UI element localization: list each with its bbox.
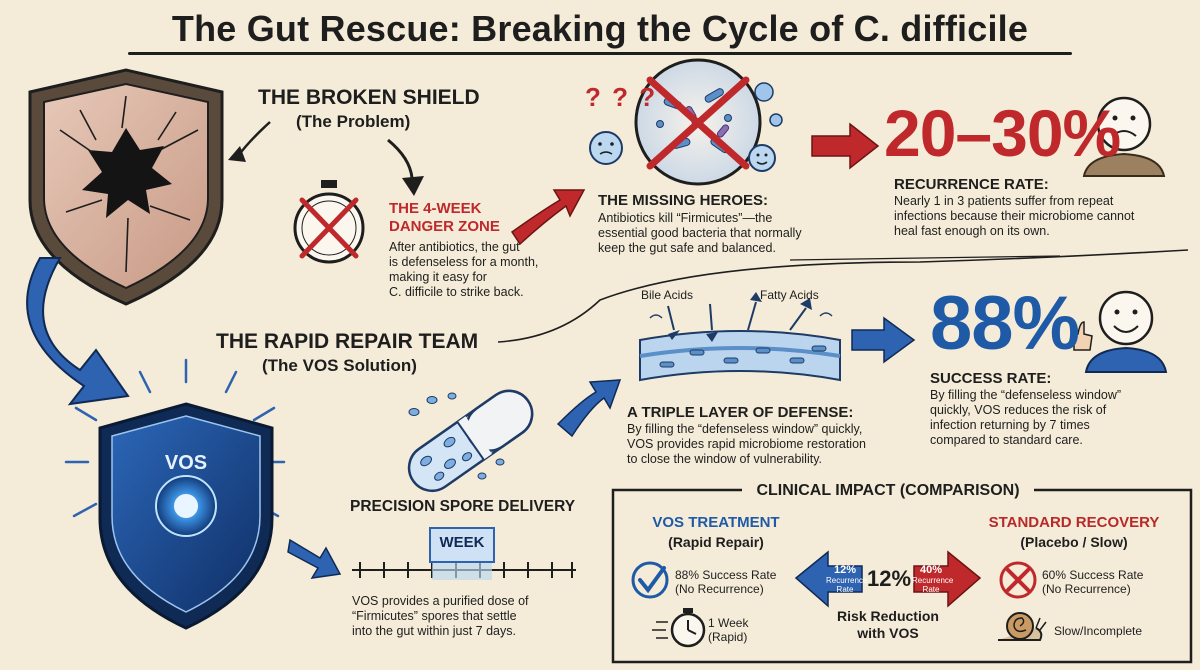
curved-arrow-icon xyxy=(387,138,414,179)
stopwatch-icon xyxy=(652,608,706,648)
blue-curved-arrow-icon xyxy=(26,257,130,406)
gut-barrier-icon xyxy=(639,292,841,382)
red-arrow-icon xyxy=(811,122,880,170)
success-text: By filling the “defenseless window” quic… xyxy=(930,388,1122,447)
standard-time: Slow/Incomplete xyxy=(1054,624,1143,638)
check-circle-icon xyxy=(631,561,669,599)
left-arrow-label: 12% Recurrence Rate xyxy=(826,564,868,595)
right-red-arrow-icon xyxy=(913,550,982,608)
blue-arrow-icon xyxy=(287,538,342,579)
vos-shield-label: VOS xyxy=(164,452,208,474)
broken-shield-subheading: (The Problem) xyxy=(296,112,411,131)
red-arrow-icon xyxy=(510,189,586,246)
fatty-acids-label: Fatty Acids xyxy=(760,288,819,302)
question-marks: ? ? ? xyxy=(585,82,658,112)
arrow-head-icon xyxy=(228,146,246,162)
blue-arrow-icon xyxy=(556,379,622,438)
divider-line xyxy=(789,255,1061,261)
recurrence-text: Nearly 1 in 3 patients suffer from repea… xyxy=(894,194,1135,238)
sad-microbe-icon xyxy=(589,131,623,165)
snail-icon xyxy=(998,612,1047,641)
sad-face-icon xyxy=(1082,96,1166,177)
curved-arrow-icon xyxy=(237,121,271,157)
recurrence-rate-value: 20–30% xyxy=(884,96,1121,170)
happy-face-icon xyxy=(1073,290,1168,373)
x-circle-icon xyxy=(999,561,1037,599)
arrow-head-icon xyxy=(402,176,424,196)
center-risk-value: 12% xyxy=(866,566,912,591)
vos-treatment-heading: VOS TREATMENT xyxy=(652,514,780,531)
microbe-icon xyxy=(754,82,783,127)
left-blue-arrow-icon xyxy=(794,550,863,608)
danger-zone-heading-line1: THE 4-WEEK xyxy=(389,200,482,217)
clinical-impact-heading: CLINICAL IMPACT (COMPARISON) xyxy=(756,482,1020,499)
missing-heroes-heading: THE MISSING HEROES: xyxy=(598,192,769,209)
bile-acids-label: Bile Acids xyxy=(641,288,694,302)
repair-team-subheading: (The VOS Solution) xyxy=(262,356,417,375)
vos-treatment-sub: (Rapid Repair) xyxy=(668,534,764,550)
stopwatch-x-icon xyxy=(293,180,365,264)
triple-layer-heading: A TRIPLE LAYER OF DEFENSE: xyxy=(627,404,854,421)
success-rate-value: 88% xyxy=(930,281,1080,366)
page-title: The Gut Rescue: Breaking the Cycle of C.… xyxy=(171,8,1029,49)
vos-success-rate: 88% Success Rate (No Recurrence) xyxy=(675,568,777,596)
title-underline xyxy=(128,52,1072,55)
week-timeline xyxy=(352,527,576,580)
spore-delivery-text: VOS provides a purified dose of “Firmicu… xyxy=(352,594,529,638)
week-label: WEEK xyxy=(439,534,485,551)
divider-line xyxy=(497,249,1189,343)
microbiome-lens-icon xyxy=(634,58,762,186)
spore-delivery-heading: PRECISION SPORE DELIVERY xyxy=(350,498,576,515)
vos-shield-icon xyxy=(64,358,286,630)
missing-heroes-text: Antibiotics kill “Firmicutes”—the essent… xyxy=(598,211,802,255)
danger-zone-text: After antibiotics, the gut is defenseles… xyxy=(389,240,539,299)
standard-success-rate: 60% Success Rate (No Recurrence) xyxy=(1042,568,1144,596)
success-heading: SUCCESS RATE: xyxy=(930,370,1052,387)
thumbs-up-icon xyxy=(1073,321,1093,351)
standard-recovery-heading: STANDARD RECOVERY xyxy=(988,514,1160,531)
happy-microbe-icon xyxy=(748,144,776,172)
broken-shield-icon xyxy=(28,68,224,306)
clinical-impact-box xyxy=(611,480,1193,664)
spore-capsule-icon xyxy=(407,389,534,493)
vos-time: 1 Week (Rapid) xyxy=(708,616,749,644)
recurrence-heading: RECURRENCE RATE: xyxy=(894,176,1049,193)
danger-zone-heading-line2: DANGER ZONE xyxy=(389,218,500,235)
standard-recovery-sub: (Placebo / Slow) xyxy=(1020,534,1128,550)
risk-reduction-label: Risk Reduction with VOS xyxy=(837,608,939,641)
blue-arrow-icon xyxy=(851,316,916,364)
right-arrow-label: 40% Recurrence Rate xyxy=(912,564,954,595)
broken-shield-heading: THE BROKEN SHIELD xyxy=(258,86,480,109)
triple-layer-text: By filling the “defenseless window” quic… xyxy=(627,422,866,466)
repair-team-heading: THE RAPID REPAIR TEAM xyxy=(216,330,479,353)
